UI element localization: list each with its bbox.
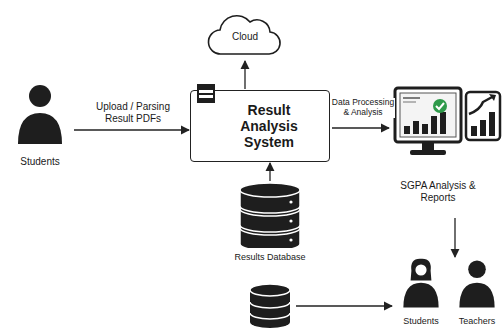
node-label: Cloud xyxy=(215,31,275,43)
cloud-node: Cloud xyxy=(204,10,286,60)
student-actor: Students xyxy=(8,82,72,174)
report-monitor: SGPA Analysis & Reports xyxy=(390,82,502,217)
node-label: Teachers xyxy=(452,316,502,326)
edge-label: Upload / Parsing Result PDFs xyxy=(84,101,182,124)
flow-arrow xyxy=(332,127,389,128)
node-label: SGPA Analysis & Reports xyxy=(396,180,480,203)
small-database-icon xyxy=(250,284,290,328)
database-node: Results Database xyxy=(225,182,315,268)
database-feed-arrow xyxy=(296,305,392,306)
edge-label: Data Processing & Analysis xyxy=(331,98,395,118)
node-label: Results Database xyxy=(226,252,314,262)
person-icon xyxy=(8,82,72,148)
node-label: Students xyxy=(9,156,71,168)
database-icon xyxy=(225,182,315,248)
person-icon xyxy=(452,258,502,310)
flow-arrow xyxy=(269,163,270,181)
process-box: Result Analysis System xyxy=(190,90,330,162)
person-icon xyxy=(396,258,446,310)
node-label: Students xyxy=(396,316,446,326)
flow-arrow xyxy=(454,218,455,257)
database-mini-icon xyxy=(194,83,218,107)
flow-arrow xyxy=(74,129,189,130)
monitor-chart-icon xyxy=(390,82,502,158)
teacher-actor: Teachers xyxy=(452,258,502,328)
box-title: Result Analysis System xyxy=(219,102,319,150)
student-actor: Students xyxy=(396,258,446,328)
flow-arrow xyxy=(244,61,245,89)
